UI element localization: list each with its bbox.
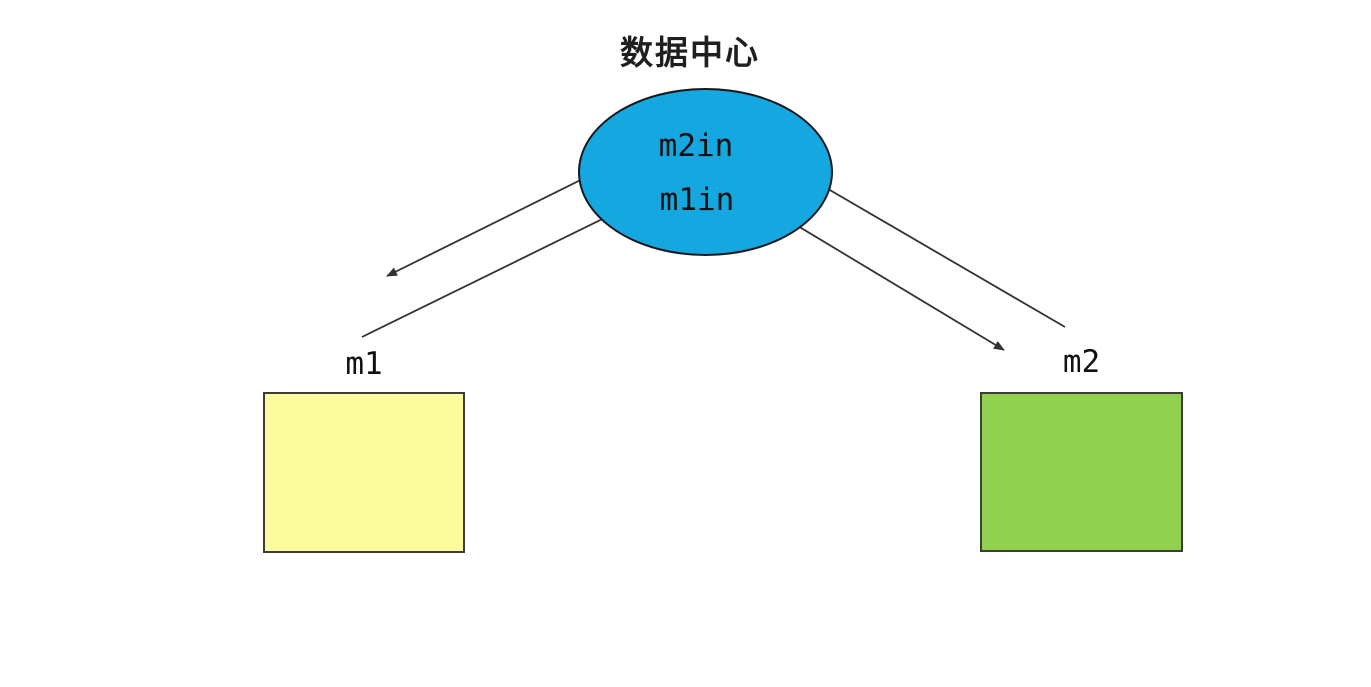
label-m1in: m1in bbox=[659, 182, 735, 218]
label-m2in: m2in bbox=[658, 128, 734, 164]
machine-m1-label: m1 bbox=[345, 346, 383, 382]
machine-m2-box bbox=[980, 392, 1183, 552]
diagram-title: 数据中心 bbox=[620, 33, 760, 72]
data-center-ellipse bbox=[578, 88, 833, 256]
machine-m2-label: m2 bbox=[1062, 344, 1101, 380]
arrow-m1-to-m1in bbox=[361, 200, 640, 338]
machine-m1-box bbox=[263, 392, 465, 553]
